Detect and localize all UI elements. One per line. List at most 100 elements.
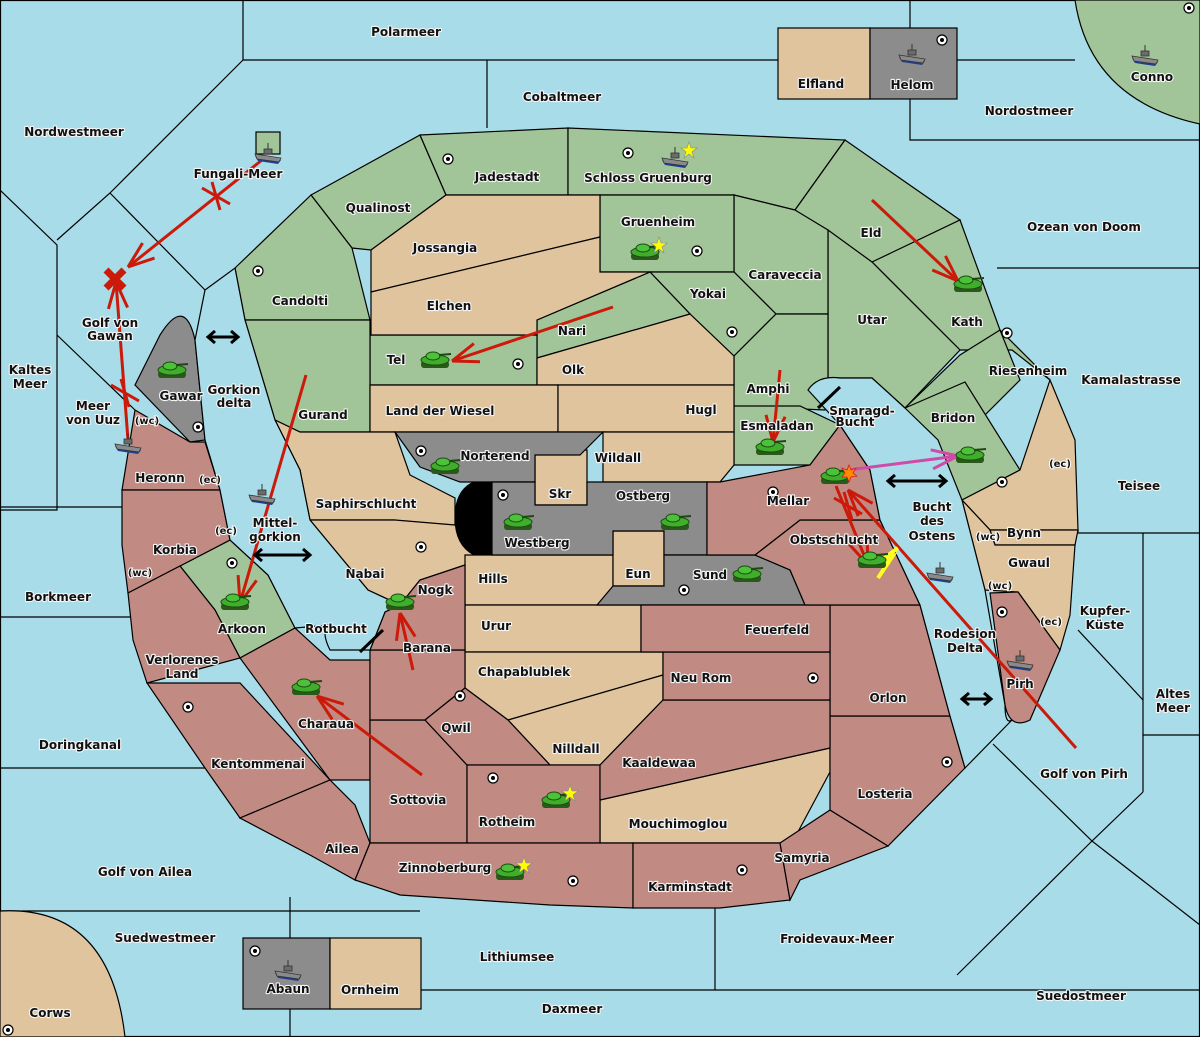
army-tank-icon[interactable] xyxy=(630,236,668,260)
failed-order-mark xyxy=(201,181,231,211)
coast-label: (wc) xyxy=(976,532,1000,543)
army-tank-icon[interactable] xyxy=(503,513,535,530)
label-bynn: Bynn xyxy=(1007,526,1041,540)
fleet-ship-icon[interactable] xyxy=(1006,650,1034,671)
territory-kaaldewaa[interactable] xyxy=(599,699,831,801)
move-arrow-head xyxy=(847,488,874,505)
label-kaaldewaa: Kaaldewaa xyxy=(622,756,696,770)
territory-samyria[interactable] xyxy=(779,809,890,902)
move-arrow-head xyxy=(398,612,417,638)
move-arrow xyxy=(846,489,1078,749)
label-froidevauxmeer: Froidevaux-Meer xyxy=(780,932,894,946)
label-mouchimoglou: Mouchimoglou xyxy=(629,817,728,831)
supply-center-dot xyxy=(446,157,450,161)
label-golfvonpirh: Golf von Pirh xyxy=(1040,767,1128,781)
label-rodesion1: Rodesion xyxy=(934,627,996,641)
label-ostberg: Ostberg xyxy=(616,489,670,503)
army-tank-icon[interactable] xyxy=(955,446,987,463)
army-tank-icon[interactable] xyxy=(157,361,189,378)
fleet-ship-icon[interactable] xyxy=(926,562,954,583)
label-wildall: Wildall xyxy=(595,451,641,465)
supply-center-dot xyxy=(253,949,257,953)
territory-elfland[interactable] xyxy=(777,27,871,100)
army-tank-icon[interactable] xyxy=(430,457,462,474)
sea-gorkion[interactable] xyxy=(194,266,402,651)
label-tel: Tel xyxy=(387,353,406,367)
coast-label: (ec) xyxy=(1049,459,1071,470)
support-arrow xyxy=(847,454,959,472)
failed-order-mark xyxy=(833,491,863,521)
label-nari: Nari xyxy=(558,324,586,338)
label-chapablublek: Chapablublek xyxy=(478,665,571,679)
label-nabai: Nabai xyxy=(346,567,385,581)
territory-mellar[interactable] xyxy=(706,423,881,556)
supply-center-dot xyxy=(1000,480,1004,484)
star-icon xyxy=(515,856,533,874)
support-arrow-head xyxy=(930,448,959,458)
fleet-ship-icon[interactable] xyxy=(248,484,276,505)
army-tank-icon[interactable] xyxy=(385,593,417,610)
supply-center-dot xyxy=(1187,6,1191,10)
fleet-ship-icon[interactable] xyxy=(898,44,926,65)
label-hills: Hills xyxy=(478,572,508,586)
army-tank-icon[interactable] xyxy=(857,551,889,568)
move-arrow xyxy=(316,694,423,777)
label-bucht1: Bucht xyxy=(912,500,951,514)
label-bucht3: Ostens xyxy=(909,529,956,543)
supply-center-dot xyxy=(571,879,575,883)
army-tank-icon[interactable] xyxy=(420,351,452,368)
territory-gwaul[interactable] xyxy=(961,499,1076,652)
army-tank-icon[interactable] xyxy=(220,593,252,610)
army-tank-icon[interactable] xyxy=(495,856,533,880)
fleet-ship-icon[interactable] xyxy=(274,960,302,981)
fleet-ship-icon[interactable] xyxy=(1131,45,1159,66)
army-tank-icon[interactable] xyxy=(541,784,579,808)
supply-center-dot xyxy=(419,449,423,453)
territory-corws[interactable] xyxy=(0,910,126,1037)
label-schlossgruenburg: Schloss Gruenburg xyxy=(584,171,712,185)
label-losteria: Losteria xyxy=(857,787,912,801)
army-tank-icon[interactable] xyxy=(820,463,858,484)
supply-center-dot xyxy=(940,38,944,42)
supply-center-dot xyxy=(626,151,630,155)
label-elchen: Elchen xyxy=(427,299,472,313)
army-tank-icon[interactable] xyxy=(291,678,323,695)
label-jadestadt: Jadestadt xyxy=(474,170,540,184)
label-eun: Eun xyxy=(625,567,650,581)
supply-center-dot xyxy=(256,269,260,273)
label-amphi: Amphi xyxy=(746,382,789,396)
territory-wildall[interactable] xyxy=(602,431,735,483)
territory-feuerfeld[interactable] xyxy=(640,604,831,653)
label-teisee: Teisee xyxy=(1118,479,1160,493)
army-tank-icon[interactable] xyxy=(755,438,787,455)
label-mellar: Mellar xyxy=(767,494,809,508)
supply-center-dot xyxy=(811,676,815,680)
army-tank-icon[interactable] xyxy=(732,565,764,582)
move-arrow-head xyxy=(944,255,960,282)
army-tank-icon[interactable] xyxy=(660,513,692,530)
label-corws: Corws xyxy=(29,1006,70,1020)
fleet-ship-icon[interactable] xyxy=(254,143,282,164)
coast-label: (ec) xyxy=(199,475,221,486)
move-arrow xyxy=(114,281,130,441)
territory-gawar[interactable] xyxy=(134,315,206,443)
territory-olk[interactable] xyxy=(536,313,735,386)
coast-label: (wc) xyxy=(128,568,152,579)
fleet-ship-icon[interactable] xyxy=(661,141,698,168)
sea-bucht-des-ostens[interactable] xyxy=(807,376,1013,770)
label-verlorenes1: Verlorenes xyxy=(146,653,219,667)
fleet-ship-icon[interactable] xyxy=(114,433,142,454)
label-utar: Utar xyxy=(857,313,887,327)
failed-order-mark xyxy=(110,378,140,408)
label-samyria: Samyria xyxy=(774,851,829,865)
label-bridon: Bridon xyxy=(931,411,976,425)
territory-elchen[interactable] xyxy=(370,236,651,336)
supply-center-dot xyxy=(945,760,949,764)
army-tank-icon[interactable] xyxy=(953,275,985,292)
units-layer xyxy=(114,44,1159,981)
label-gurand: Gurand xyxy=(298,408,348,422)
territory-jossangia[interactable] xyxy=(370,194,601,293)
territory-karminstadt[interactable] xyxy=(632,842,791,909)
territory-ornheim[interactable] xyxy=(329,937,422,1010)
